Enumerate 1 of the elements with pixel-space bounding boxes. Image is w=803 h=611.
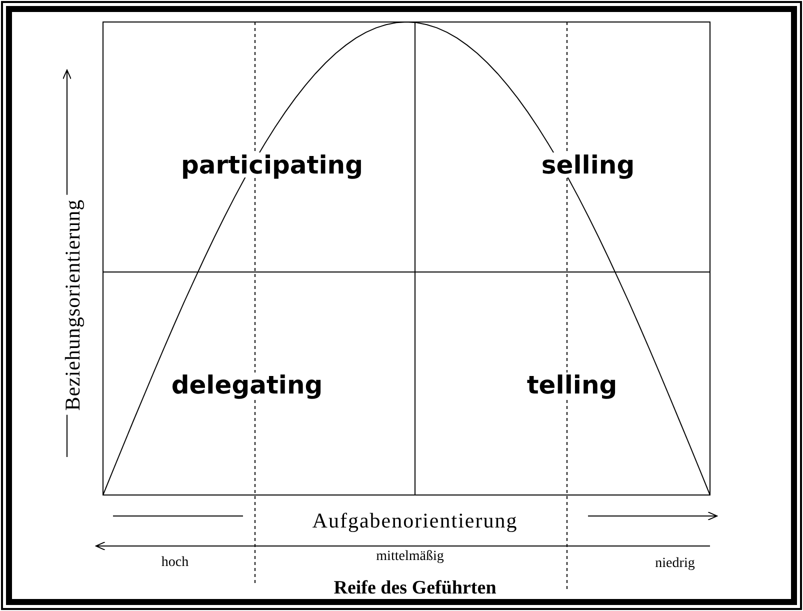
axis-title: Beziehungsorientierung: [62, 195, 84, 415]
